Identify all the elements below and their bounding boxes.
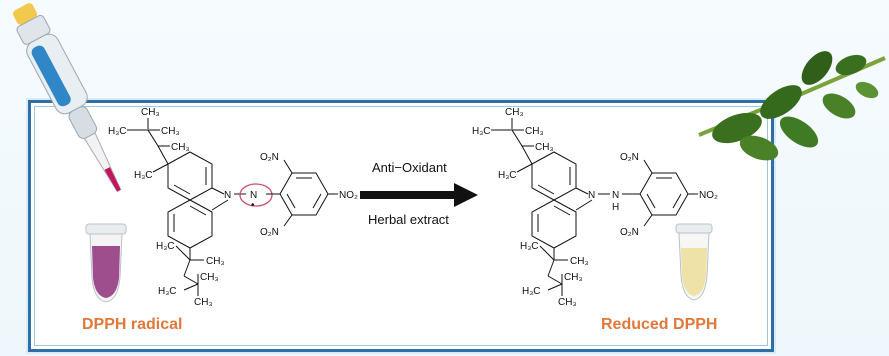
label-h3c-c: H₃C [156, 241, 175, 252]
purple-tube-icon [85, 223, 127, 303]
reduced-dpph-structure: CH₃ H₃C CH₃ CH₃ H₃C N N H O₂N NO₂ O₂N H₃… [472, 107, 718, 308]
label-ch3-e: CH₃ [194, 297, 213, 308]
label-ch3-c: CH₃ [570, 256, 589, 267]
herb-leaf-icon [698, 51, 886, 161]
label-n2: N [250, 190, 257, 201]
label-nh: N [612, 190, 619, 201]
reduced-dpph-label: Reduced DPPH [601, 316, 718, 333]
label-ch3-b: CH₃ [535, 142, 554, 153]
label-ch3-top: CH₃ [141, 107, 160, 118]
dpph-radical-structure: CH₃ H₃C CH₃ CH₃ H₃C N N • O₂N NO₂ O₂N H₃… [108, 107, 358, 308]
dpph-radical-label: DPPH radical [82, 316, 183, 333]
label-h3c-b: H₃C [134, 170, 153, 181]
label-h3c-d: H₃C [522, 286, 541, 297]
panel-inner-border [34, 106, 768, 346]
reaction-arrow [360, 183, 478, 207]
label-o2n-bottom: O₂N [620, 227, 639, 238]
label-ch3-e: CH₃ [558, 297, 577, 308]
label-o2n-top: O₂N [260, 152, 279, 163]
label-o2n-top: O₂N [620, 152, 639, 163]
label-ch3-top: CH₃ [505, 107, 524, 118]
yellow-tube-icon [675, 223, 713, 301]
label-h: H [612, 202, 619, 213]
label-n1: N [588, 190, 595, 201]
label-ch3-a: CH₃ [161, 126, 180, 137]
label-no2-right: NO₂ [339, 190, 358, 201]
label-ch3-b: CH₃ [171, 142, 190, 153]
label-ch3-c: CH₃ [206, 256, 225, 267]
pipette-icon [12, 3, 122, 193]
antioxidant-label: Anti−Oxidant [372, 160, 447, 175]
label-h3c-c: H₃C [520, 241, 539, 252]
label-ch3-d: CH₃ [200, 272, 219, 283]
label-ch3-d: CH₃ [564, 272, 583, 283]
radical-dot: • [251, 200, 255, 211]
label-n1: N [224, 190, 231, 201]
herbal-extract-label: Herbal extract [368, 212, 449, 227]
label-no2-right: NO₂ [699, 190, 718, 201]
label-h3c-a: H₃C [108, 126, 127, 137]
reaction-panel [28, 100, 774, 352]
label-o2n-bottom: O₂N [260, 227, 279, 238]
label-ch3-a: CH₃ [525, 126, 544, 137]
label-h3c-a: H₃C [472, 126, 491, 137]
label-h3c-b: H₃C [498, 170, 517, 181]
label-h3c-d: H₃C [158, 286, 177, 297]
